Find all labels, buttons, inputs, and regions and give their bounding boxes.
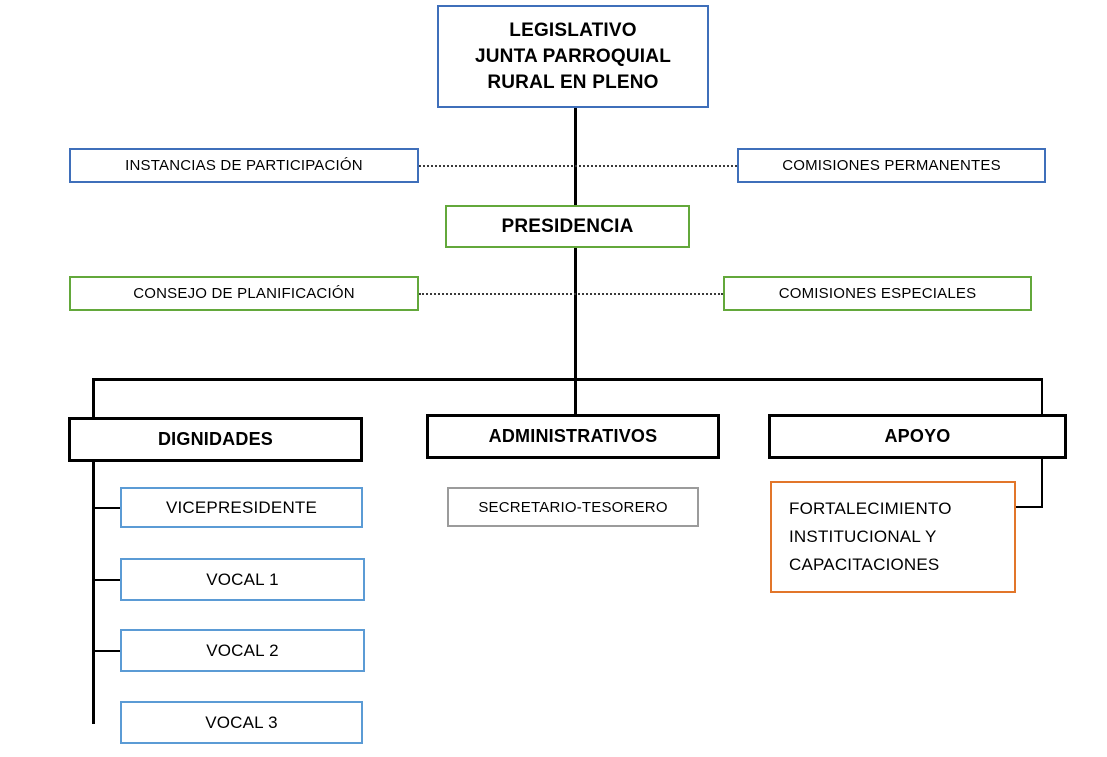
connector-presidencia-to-bus: [574, 247, 577, 417]
node-comisiones-especiales[interactable]: COMISIONES ESPECIALES: [723, 276, 1032, 311]
vocal2-label: VOCAL 2: [206, 640, 279, 660]
node-presidencia[interactable]: PRESIDENCIA: [445, 205, 690, 248]
comisiones-especiales-label: COMISIONES ESPECIALES: [778, 285, 977, 302]
vocal1-label: VOCAL 1: [206, 569, 279, 589]
node-apoyo[interactable]: APOYO: [768, 414, 1067, 459]
connector-dotted-level-2: [419, 293, 723, 295]
connector-dotted-level-1: [419, 165, 737, 167]
fortalecimiento-line-2: INSTITUCIONAL Y: [789, 527, 937, 546]
administrativos-label: ADMINISTRATIVOS: [488, 426, 658, 446]
node-administrativos[interactable]: ADMINISTRATIVOS: [426, 414, 720, 459]
node-instancias-de-participacion[interactable]: INSTANCIAS DE PARTICIPACIÓN: [69, 148, 419, 183]
vocal3-label: VOCAL 3: [205, 712, 278, 732]
consejo-planificacion-label: CONSEJO DE PLANIFICACIÓN: [133, 285, 355, 302]
node-vocal-2[interactable]: VOCAL 2: [120, 629, 365, 672]
legislativo-line-3: RURAL EN PLENO: [487, 71, 659, 93]
connector-legislativo-to-presidencia: [574, 108, 577, 207]
legislativo-line-1: LEGISLATIVO: [509, 19, 637, 41]
connector-stub-vocal2: [92, 650, 122, 652]
node-legislativo-junta-parroquial[interactable]: LEGISLATIVO JUNTA PARROQUIAL RURAL EN PL…: [437, 5, 709, 108]
node-vicepresidente[interactable]: VICEPRESIDENTE: [120, 487, 363, 528]
apoyo-label: APOYO: [884, 426, 951, 446]
secretario-tesorero-label: SECRETARIO-TESORERO: [478, 498, 668, 516]
node-vocal-3[interactable]: VOCAL 3: [120, 701, 363, 744]
node-fortalecimiento-institucional-capacitaciones[interactable]: FORTALECIMIENTO INSTITUCIONAL Y CAPACITA…: [770, 481, 1016, 593]
connector-stub-vicepresidente: [92, 507, 122, 509]
legislativo-line-2: JUNTA PARROQUIAL: [474, 45, 671, 67]
node-vocal-1[interactable]: VOCAL 1: [120, 558, 365, 601]
node-consejo-de-planificacion[interactable]: CONSEJO DE PLANIFICACIÓN: [69, 276, 419, 311]
node-comisiones-permanentes[interactable]: COMISIONES PERMANENTES: [737, 148, 1046, 183]
presidencia-label: PRESIDENCIA: [501, 215, 634, 237]
connector-apoyo-to-fortalecimiento: [1014, 506, 1043, 508]
node-secretario-tesorero[interactable]: SECRETARIO-TESORERO: [447, 487, 699, 527]
connector-bus-to-dignidades: [92, 378, 95, 724]
connector-horizontal-bus: [92, 378, 1042, 381]
fortalecimiento-line-1: FORTALECIMIENTO: [789, 499, 952, 518]
instancias-label: INSTANCIAS DE PARTICIPACIÓN: [125, 157, 363, 174]
dignidades-label: DIGNIDADES: [157, 429, 273, 449]
vicepresidente-label: VICEPRESIDENTE: [165, 497, 318, 517]
connector-stub-vocal1: [92, 579, 122, 581]
fortalecimiento-line-3: CAPACITACIONES: [789, 555, 940, 574]
node-dignidades[interactable]: DIGNIDADES: [68, 417, 363, 462]
comisiones-permanentes-label: COMISIONES PERMANENTES: [782, 157, 1001, 174]
